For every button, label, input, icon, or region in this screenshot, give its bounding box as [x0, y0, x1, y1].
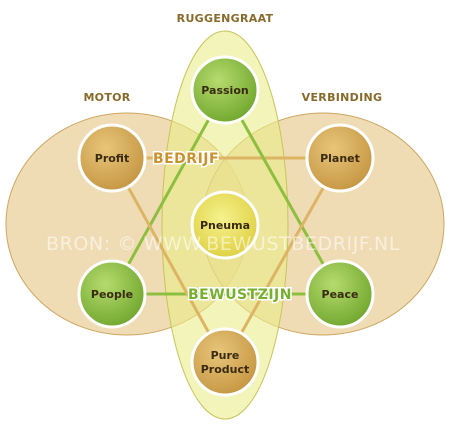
line-planet-pure	[223, 156, 342, 364]
svg-text:Peace: Peace	[322, 288, 359, 301]
label-motor: MOTOR	[83, 91, 130, 104]
svg-text:Planet: Planet	[320, 152, 360, 165]
svg-text:People: People	[91, 288, 133, 301]
node-pneuma: Pneuma	[190, 190, 260, 260]
node-peace: Peace	[305, 259, 375, 329]
svg-text:Pure: Pure	[211, 349, 240, 362]
node-people: People	[77, 259, 147, 329]
svg-text:Product: Product	[201, 363, 250, 376]
svg-text:Passion: Passion	[201, 84, 248, 97]
node-planet: Planet	[305, 123, 375, 193]
source-watermark: BRON: © WWW.BEWUSTBEDRIJF.NL	[46, 233, 400, 255]
node-passion: Passion	[190, 55, 260, 125]
label-ruggengraat: RUGGENGRAAT	[177, 12, 274, 25]
node-profit: Profit	[77, 123, 147, 193]
label-bedrijf: BEDRIJF	[153, 151, 219, 167]
svg-text:Pneuma: Pneuma	[200, 219, 250, 232]
line-passion-people	[110, 88, 227, 296]
label-verbinding: VERBINDING	[302, 91, 383, 104]
connector-lines	[110, 88, 342, 364]
label-bewustzijn: BEWUSTZIJN	[188, 287, 292, 303]
node-pure-product: Pure Product	[190, 327, 260, 397]
line-passion-peace	[223, 88, 342, 296]
svg-text:Profit: Profit	[95, 152, 129, 165]
line-profit-pure	[110, 156, 227, 364]
